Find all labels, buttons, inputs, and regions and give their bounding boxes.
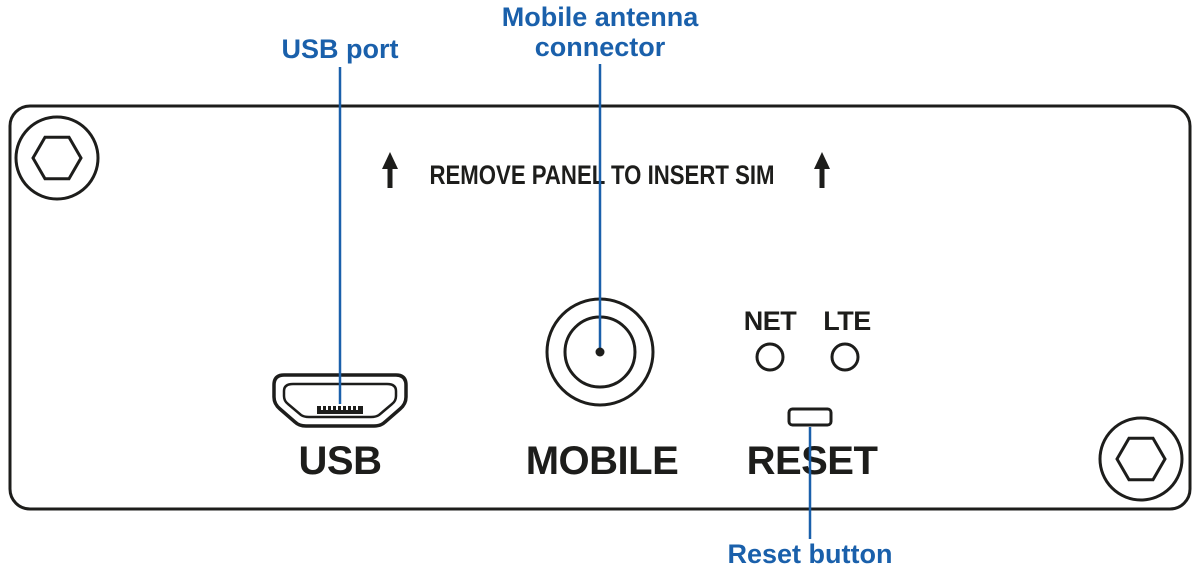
screw-circle — [1098, 416, 1184, 502]
mobile-label: MOBILE — [526, 439, 679, 483]
hex-bolt-icon — [31, 135, 83, 181]
screw-bottom-right — [1098, 416, 1184, 502]
reset-label: RESET — [747, 439, 878, 483]
net-led-label: NET — [744, 306, 798, 336]
screw-top-left — [14, 115, 100, 201]
usb-label: USB — [299, 439, 382, 483]
reset-button-icon — [787, 407, 833, 427]
mobile-annotation-line1: Mobile antenna — [502, 2, 699, 32]
screw-circle — [14, 115, 100, 201]
usb-contact-teeth — [321, 406, 358, 410]
up-arrow-right-icon — [814, 152, 830, 188]
usb-port-annotation: USB port — [282, 34, 399, 64]
panel-note-text: REMOVE PANEL TO INSERT SIM — [430, 160, 775, 190]
net-led-icon — [755, 342, 785, 372]
up-arrow-left-icon — [382, 152, 398, 188]
antenna-center-pin — [595, 347, 605, 357]
usb-contacts — [317, 406, 363, 414]
mobile-annotation-line2: connector — [535, 32, 666, 62]
sim-panel-note: REMOVE PANEL TO INSERT SIM — [382, 152, 830, 190]
usb-port-inner — [282, 382, 398, 419]
usb-port-outer — [272, 373, 408, 428]
lte-led-label: LTE — [823, 306, 871, 336]
lte-led-icon — [830, 342, 860, 372]
reset-button-annotation: Reset button — [728, 539, 893, 567]
usb-port-icon — [272, 373, 408, 428]
hex-bolt-icon — [1115, 436, 1167, 482]
